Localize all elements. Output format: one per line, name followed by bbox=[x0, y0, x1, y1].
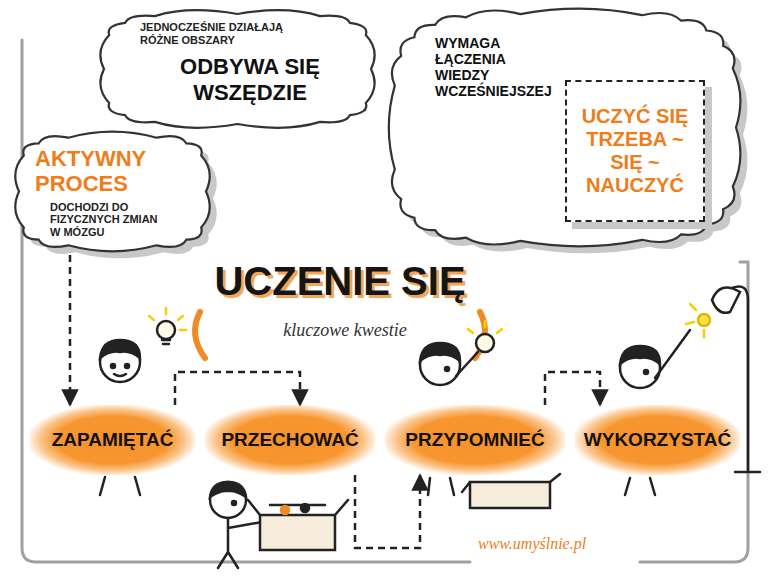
figure-store bbox=[260, 515, 335, 550]
step-label: PRZYPOMNIEĆ bbox=[405, 429, 544, 451]
figure-memorise bbox=[100, 477, 140, 495]
figure-recall bbox=[476, 334, 494, 352]
dashed-box: UCZYĆ SIĘ TRZEBA ~ SIĘ ~ NAUCZYĆ bbox=[565, 80, 705, 222]
figure-memorise bbox=[162, 340, 170, 344]
figure-store bbox=[218, 518, 262, 568]
step-blob: PRZYPOMNIEĆ bbox=[385, 405, 565, 475]
figure-memorise bbox=[111, 364, 115, 368]
figure-use bbox=[698, 314, 710, 326]
body-text: UCZYĆ SIĘ TRZEBA ~ SIĘ ~ NAUCZYĆ bbox=[575, 105, 695, 197]
cloud-bubble: AKTYWNY PROCES DOCHODZI DO FIZYCZNYCH ZMI… bbox=[10, 128, 215, 255]
flow-arrow bbox=[175, 372, 300, 405]
cloud-outline bbox=[100, 10, 374, 128]
body-text: ODBYWA SIĘ WSZĘDZIE bbox=[165, 54, 335, 105]
figure-store bbox=[232, 501, 236, 505]
figure-use bbox=[625, 478, 655, 495]
figure-recall bbox=[468, 321, 502, 333]
figure-use bbox=[712, 288, 740, 313]
figure-store bbox=[301, 504, 309, 512]
cloud-outline bbox=[389, 9, 741, 247]
figure-memorise bbox=[114, 374, 126, 376]
figure-use bbox=[644, 370, 648, 374]
subtitle-note: kluczowe kwestie bbox=[250, 320, 440, 341]
body-text: DOCHODZI DO FIZYCZNYCH ZMIAN W MÓZGU bbox=[50, 201, 160, 239]
flow-arrow bbox=[355, 475, 420, 548]
heading-text: AKTYWNY PROCES bbox=[35, 146, 165, 197]
figure-use bbox=[655, 330, 690, 378]
cloud-bubble: WYMAGA ŁĄCZENIA WIEDZY WCZEŚNIEJSZEJUCZY… bbox=[385, 5, 745, 250]
figure-recall bbox=[420, 343, 460, 361]
cloud-outline bbox=[15, 132, 209, 252]
step-label: PRZECHOWAĆ bbox=[221, 429, 358, 451]
step-label: WYKORZYSTAĆ bbox=[584, 429, 731, 451]
figure-use bbox=[620, 346, 660, 364]
figure-recall bbox=[445, 367, 449, 371]
figure-memorise bbox=[157, 321, 175, 339]
figure-recall bbox=[470, 482, 550, 508]
body-text: WYMAGA ŁĄCZENIA WIEDZY WCZEŚNIEJSZEJ bbox=[435, 35, 560, 99]
flow-arrow bbox=[69, 255, 72, 405]
figure-memorise bbox=[125, 364, 129, 368]
flow-arrow bbox=[545, 372, 600, 405]
step-blob: WYKORZYSTAĆ bbox=[575, 405, 740, 475]
figure-recall bbox=[462, 474, 560, 492]
heading-text: JEDNOCZEŚNIE DZIAŁAJĄ RÓŻNE OBSZARY bbox=[140, 21, 320, 46]
figure-store bbox=[248, 500, 348, 515]
step-blob: ZAPAMIĘTAĆ bbox=[30, 405, 195, 475]
cloud-bubble: JEDNOCZEŚNIE DZIAŁAJĄ RÓŻNE OBSZARY ODBYW… bbox=[95, 5, 380, 133]
step-label: ZAPAMIĘTAĆ bbox=[52, 429, 174, 451]
figure-recall bbox=[456, 352, 478, 376]
figure-memorise bbox=[100, 340, 140, 358]
figure-store bbox=[210, 482, 348, 568]
figure-store bbox=[281, 506, 289, 514]
title-brackets bbox=[195, 312, 205, 358]
main-title: UCZENIE SIĘ bbox=[190, 258, 490, 304]
watermark: www.umyślnie.pl bbox=[478, 535, 648, 553]
step-blob: PRZECHOWAĆ bbox=[205, 405, 375, 475]
figure-use bbox=[686, 304, 704, 337]
figure-store bbox=[210, 482, 246, 497]
figure-memorise bbox=[149, 308, 186, 330]
figure-recall bbox=[428, 478, 454, 495]
figure-store bbox=[210, 482, 246, 518]
